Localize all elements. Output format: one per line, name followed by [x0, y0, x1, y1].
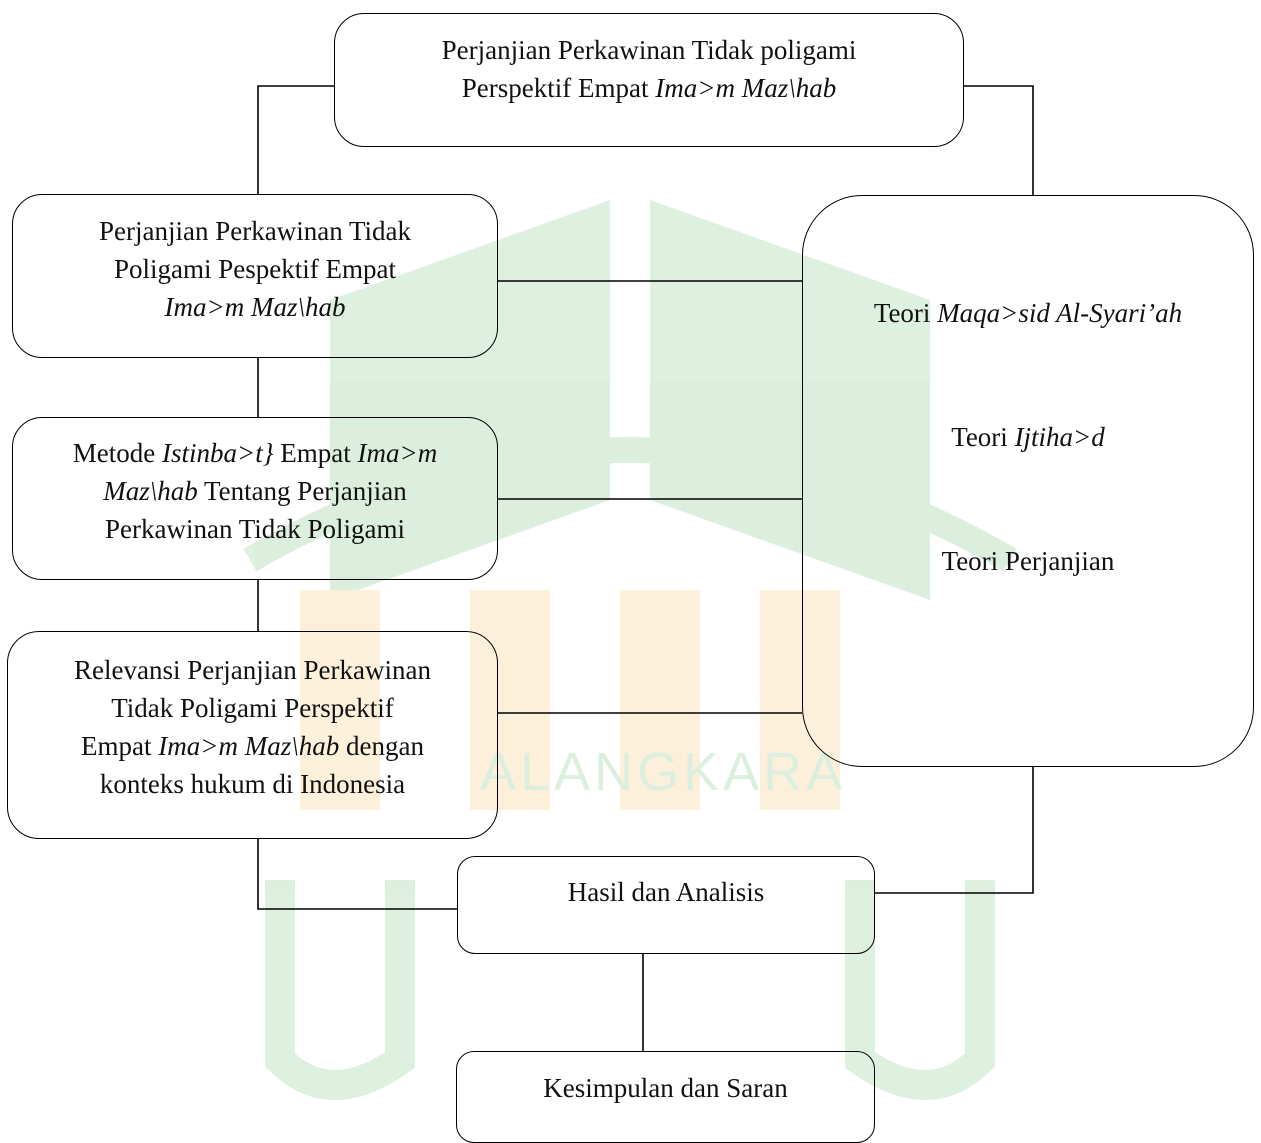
theory-ijtihad-prefix: Teori — [951, 422, 1015, 452]
conclusion-box: Kesimpulan dan Saran — [456, 1051, 875, 1143]
left2-line-1: Metode Istinba>t} Empat Ima>m — [73, 434, 437, 472]
connector-theory-to-result — [875, 767, 1034, 894]
left2-line-2-suffix: Tentang Perjanjian — [197, 476, 407, 506]
left3-line-3-italic: Ima>m Maz\hab — [158, 731, 340, 761]
left3-line-3-prefix: Empat — [81, 731, 159, 761]
watermark-base-left — [265, 880, 415, 1100]
left1-line-3-italic: Ima>m Maz\hab — [164, 292, 346, 322]
left1-line-3: Ima>m Maz\hab — [165, 288, 346, 326]
theory-perjanjian: Teori Perjanjian — [941, 546, 1115, 576]
result-label: Hasil dan Analisis — [567, 877, 765, 907]
conclusion-label: Kesimpulan dan Saran — [543, 1073, 788, 1103]
left3-line-2: Tidak Poligami Perspektif — [111, 693, 394, 723]
left2-line-1-italic-b: Ima>m — [357, 438, 438, 468]
watermark-book-right — [650, 200, 930, 600]
left2-line-1-prefix: Metode — [72, 438, 162, 468]
research-topic-box: Perjanjian Perkawinan Tidak poligami Per… — [334, 13, 964, 147]
left3-line-1: Relevansi Perjanjian Perkawinan — [74, 655, 431, 685]
watermark-arch — [243, 437, 1017, 572]
left2-line-1-mid: Empat — [273, 438, 358, 468]
connector-top-to-right — [964, 85, 1034, 195]
connector-top-to-left — [257, 85, 334, 194]
watermark-pillar-right — [760, 590, 840, 810]
topic-line-2-italic: Ima>m Maz\hab — [655, 73, 837, 103]
left-box-istinbat-method: Metode Istinba>t} Empat Ima>m Maz\hab Te… — [12, 417, 498, 580]
topic-line-1: Perjanjian Perkawinan Tidak poligami — [441, 35, 857, 65]
left3-line-3-suffix: dengan — [339, 731, 424, 761]
theory-ijtihad: Teori Ijtiha>d — [951, 418, 1105, 456]
left-box-perspective: Perjanjian Perkawinan Tidak Poligami Pes… — [12, 194, 498, 358]
theory-maqasid-prefix: Teori — [873, 298, 938, 328]
left2-line-2: Maz\hab Tentang Perjanjian — [103, 472, 407, 510]
theory-maqasid-italic: Maqa>sid Al-Syari’ah — [937, 298, 1183, 328]
connector-left3-to-result — [257, 839, 457, 910]
theory-ijtihad-italic: Ijtiha>d — [1014, 422, 1105, 452]
watermark-pillar-mid-right — [620, 590, 700, 810]
watermark-text: ALANGKARA — [480, 742, 846, 802]
left-box-relevance: Relevansi Perjanjian Perkawinan Tidak Po… — [7, 631, 498, 839]
left1-line-2: Poligami Pespektif Empat — [114, 254, 396, 284]
left3-line-3: Empat Ima>m Maz\hab dengan — [81, 727, 424, 765]
left2-line-1-italic-a: Istinba>t} — [162, 438, 274, 468]
left1-line-1: Perjanjian Perkawinan Tidak — [99, 216, 411, 246]
result-analysis-box: Hasil dan Analisis — [457, 856, 875, 954]
left3-line-4: konteks hukum di Indonesia — [99, 769, 406, 799]
theory-box: Teori Maqa>sid Al-Syari’ah Teori Ijtiha>… — [802, 195, 1254, 767]
topic-line-2-text: Perspektif Empat — [461, 73, 656, 103]
topic-line-2: Perspektif Empat Ima>m Maz\hab — [462, 69, 836, 107]
theory-maqasid: Teori Maqa>sid Al-Syari’ah — [874, 294, 1182, 332]
left2-line-3: Perkawinan Tidak Poligami — [104, 514, 405, 544]
left2-line-2-italic: Maz\hab — [103, 476, 198, 506]
watermark-pillar-left — [300, 590, 380, 810]
watermark-pillar-mid-left — [470, 590, 550, 810]
watermark-book-left — [330, 200, 610, 600]
